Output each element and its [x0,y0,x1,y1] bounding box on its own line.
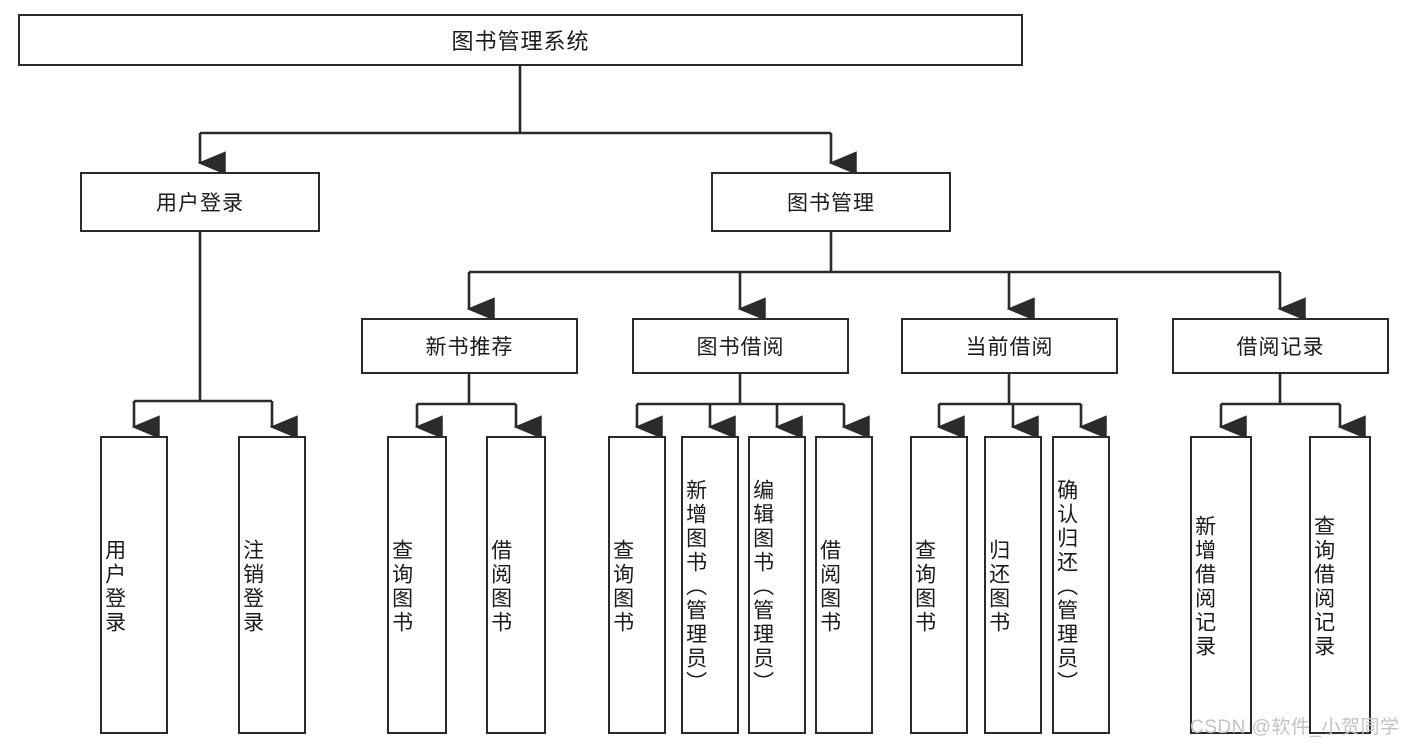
node-label: 用户登录 [102,539,126,635]
node-current-borrow[interactable]: 当前借阅 [901,318,1118,374]
node-label: 确认归还（管理员） [1054,479,1078,695]
node-book-manage[interactable]: 图书管理 [711,172,951,232]
leaf-query-book-3[interactable]: 查询图书 [910,436,968,734]
node-book-borrow[interactable]: 图书借阅 [632,318,849,374]
leaf-borrow-book-1[interactable]: 借阅图书 [486,436,546,734]
node-label: 编辑图书（管理员） [750,479,774,695]
leaf-borrow-book-2[interactable]: 借阅图书 [815,436,873,734]
leaf-return-book[interactable]: 归还图书 [984,436,1042,734]
node-label: 注销登录 [240,539,264,635]
node-label: 用户登录 [156,192,244,215]
leaf-query-book-2[interactable]: 查询图书 [608,436,666,734]
leaf-query-borrow-record[interactable]: 查询借阅记录 [1309,436,1371,734]
watermark: CSDN @软件_小贺同学 [1190,717,1400,738]
leaf-user-login[interactable]: 用户登录 [100,436,168,734]
leaf-add-borrow-record[interactable]: 新增借阅记录 [1190,436,1252,734]
leaf-logout-login[interactable]: 注销登录 [238,436,306,734]
leaf-confirm-return[interactable]: 确认归还（管理员） [1052,436,1110,734]
node-root-system[interactable]: 图书管理系统 [18,14,1023,66]
leaf-query-book-1[interactable]: 查询图书 [387,436,447,734]
node-label: 新书推荐 [425,336,514,359]
node-label: 查询图书 [389,539,413,635]
node-label: 借阅图书 [488,539,512,635]
node-user-login[interactable]: 用户登录 [80,172,320,232]
node-label: 归还图书 [986,539,1010,635]
node-label: 查询图书 [610,539,634,635]
leaf-add-book-admin[interactable]: 新增图书（管理员） [681,436,739,734]
node-label: 借阅图书 [817,539,841,635]
node-label: 图书借阅 [696,336,785,359]
node-new-book-rec[interactable]: 新书推荐 [361,318,578,374]
node-label: 借阅记录 [1236,336,1325,359]
node-label: 图书管理系统 [451,29,590,54]
node-label: 新增借阅记录 [1192,515,1216,659]
node-label: 查询借阅记录 [1311,515,1335,659]
node-borrow-record[interactable]: 借阅记录 [1172,318,1389,374]
node-label: 新增图书（管理员） [683,479,707,695]
node-label: 图书管理 [787,192,875,215]
node-label: 查询图书 [912,539,936,635]
leaf-edit-book-admin[interactable]: 编辑图书（管理员） [748,436,806,734]
node-label: 当前借阅 [965,336,1054,359]
